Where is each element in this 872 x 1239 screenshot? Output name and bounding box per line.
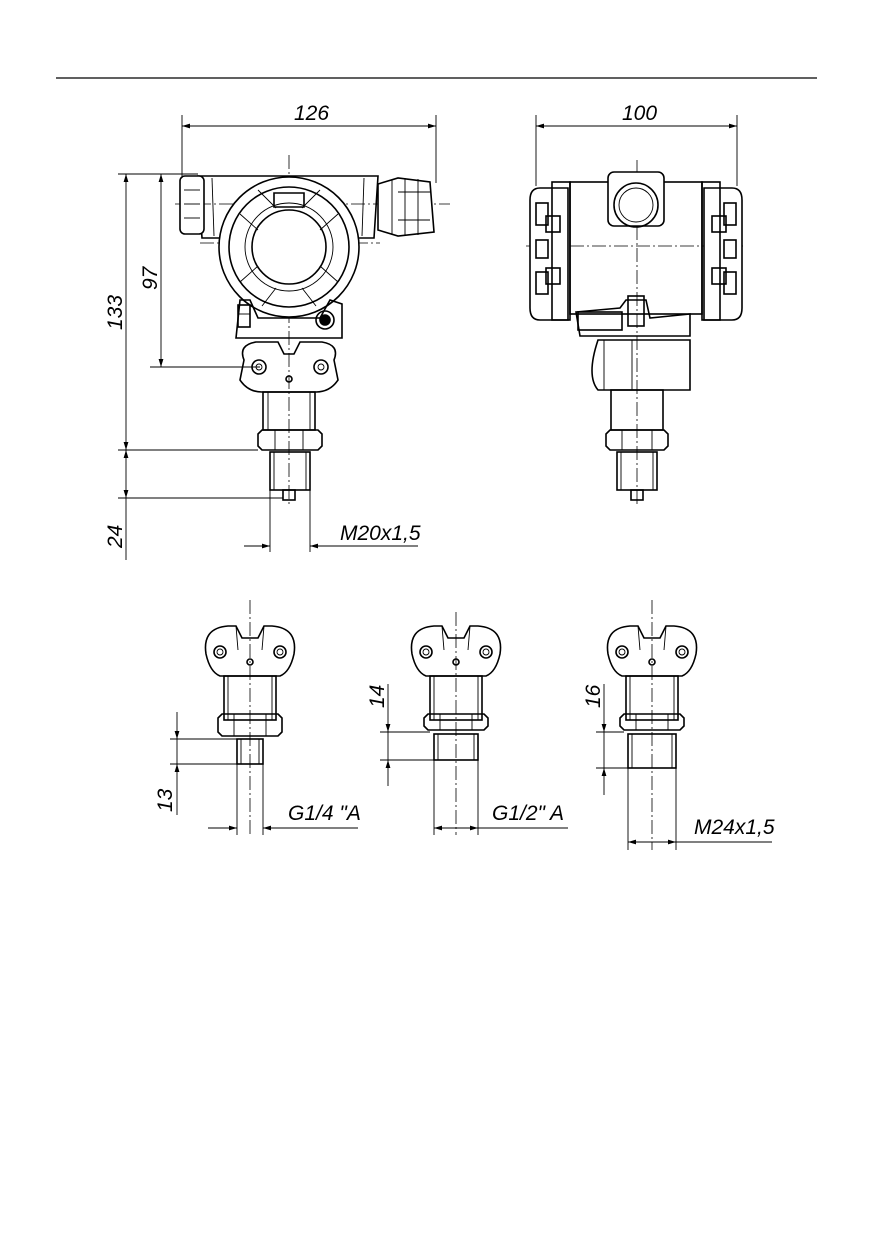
variant-g12: 14 G1/2" A [366, 612, 568, 835]
thread-label-g14: G1/4 "A [288, 802, 361, 825]
dim-14: 14 [366, 685, 389, 708]
dim-97: 97 [139, 265, 162, 290]
thread-label-m20: M20x1,5 [340, 522, 421, 545]
dim-24: 24 [104, 525, 127, 549]
dim-16: 16 [582, 684, 605, 708]
dim-100: 100 [622, 102, 657, 125]
thread-label-g12: G1/2" A [492, 802, 564, 825]
variant-g14: 13 G1/4 "A [154, 600, 361, 835]
thread-label-m24: M24x1,5 [694, 816, 775, 839]
variant-m24: 16 M24x1,5 [582, 600, 775, 850]
dim-133: 133 [104, 295, 127, 330]
dim-126: 126 [294, 102, 329, 125]
front-view: 126 133 97 24 M20x1,5 [104, 102, 450, 560]
dim-13: 13 [154, 788, 177, 812]
side-view: 100 [526, 102, 745, 505]
